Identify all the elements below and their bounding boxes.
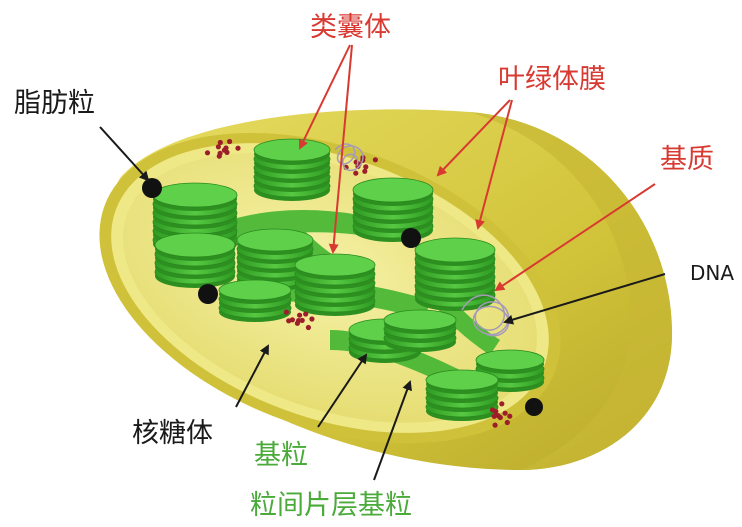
ribosome-dot [362, 169, 367, 174]
granum-stack [353, 178, 433, 242]
granum-stack [254, 139, 330, 201]
ribosome-dot [503, 411, 508, 416]
ribosome-dot [309, 316, 314, 321]
thylakoid-disc [153, 183, 237, 207]
thylakoid-disc [353, 178, 433, 202]
ribosome-dot [505, 420, 510, 425]
granum-stack [155, 233, 235, 288]
pointer-lipid [100, 127, 148, 180]
lipid-droplet [401, 228, 421, 248]
ribosome-dot [290, 317, 295, 322]
granum-stack [426, 370, 498, 421]
ribosome-dot [297, 313, 302, 318]
granum-stack [295, 254, 375, 316]
ribosome-dot [499, 401, 504, 406]
label-dna: DNA [690, 263, 734, 283]
thylakoid-disc [237, 229, 313, 251]
ribosome-dot [227, 139, 232, 144]
thylakoid-disc [426, 370, 498, 390]
label-membrane: 叶绿体膜 [498, 66, 606, 93]
ribosome-dot [493, 423, 498, 428]
thylakoid-disc [219, 280, 291, 300]
granum-stack [219, 280, 291, 322]
lipid-droplet [142, 178, 162, 198]
ribosome-dot [306, 325, 311, 330]
ribosome-dot [235, 146, 240, 151]
thylakoid-disc [415, 238, 495, 262]
thylakoid-disc [295, 254, 375, 276]
ribosome-dot [363, 164, 368, 169]
ribosome-dot [218, 140, 223, 145]
ribosome-dot [507, 414, 512, 419]
ribosome-dot [205, 150, 210, 155]
ribosome-dot [303, 311, 308, 316]
label-stroma: 基质 [660, 146, 714, 173]
thylakoid-disc [254, 139, 330, 161]
ribosome-dot [218, 151, 223, 156]
label-granum: 基粒 [254, 442, 308, 469]
lipid-droplet [525, 398, 543, 416]
ribosome-dot [296, 318, 301, 323]
ribosome-dot [284, 310, 289, 315]
label-thylakoid: 类囊体 [310, 14, 391, 41]
label-intergranal: 粒间片层基粒 [250, 492, 412, 519]
granum-stack [384, 310, 456, 352]
thylakoid-disc [476, 350, 544, 370]
lipid-droplet [198, 284, 218, 304]
label-lipid: 脂肪粒 [14, 90, 95, 117]
ribosome-dot [373, 157, 378, 162]
ribosome-dot [222, 148, 227, 153]
granum-stack [415, 238, 495, 311]
label-ribosome: 核糖体 [132, 420, 213, 447]
thylakoid-disc [384, 310, 456, 330]
thylakoid-disc [155, 233, 235, 257]
ribosome-dot [493, 409, 498, 414]
ribosome-dot [353, 171, 358, 176]
